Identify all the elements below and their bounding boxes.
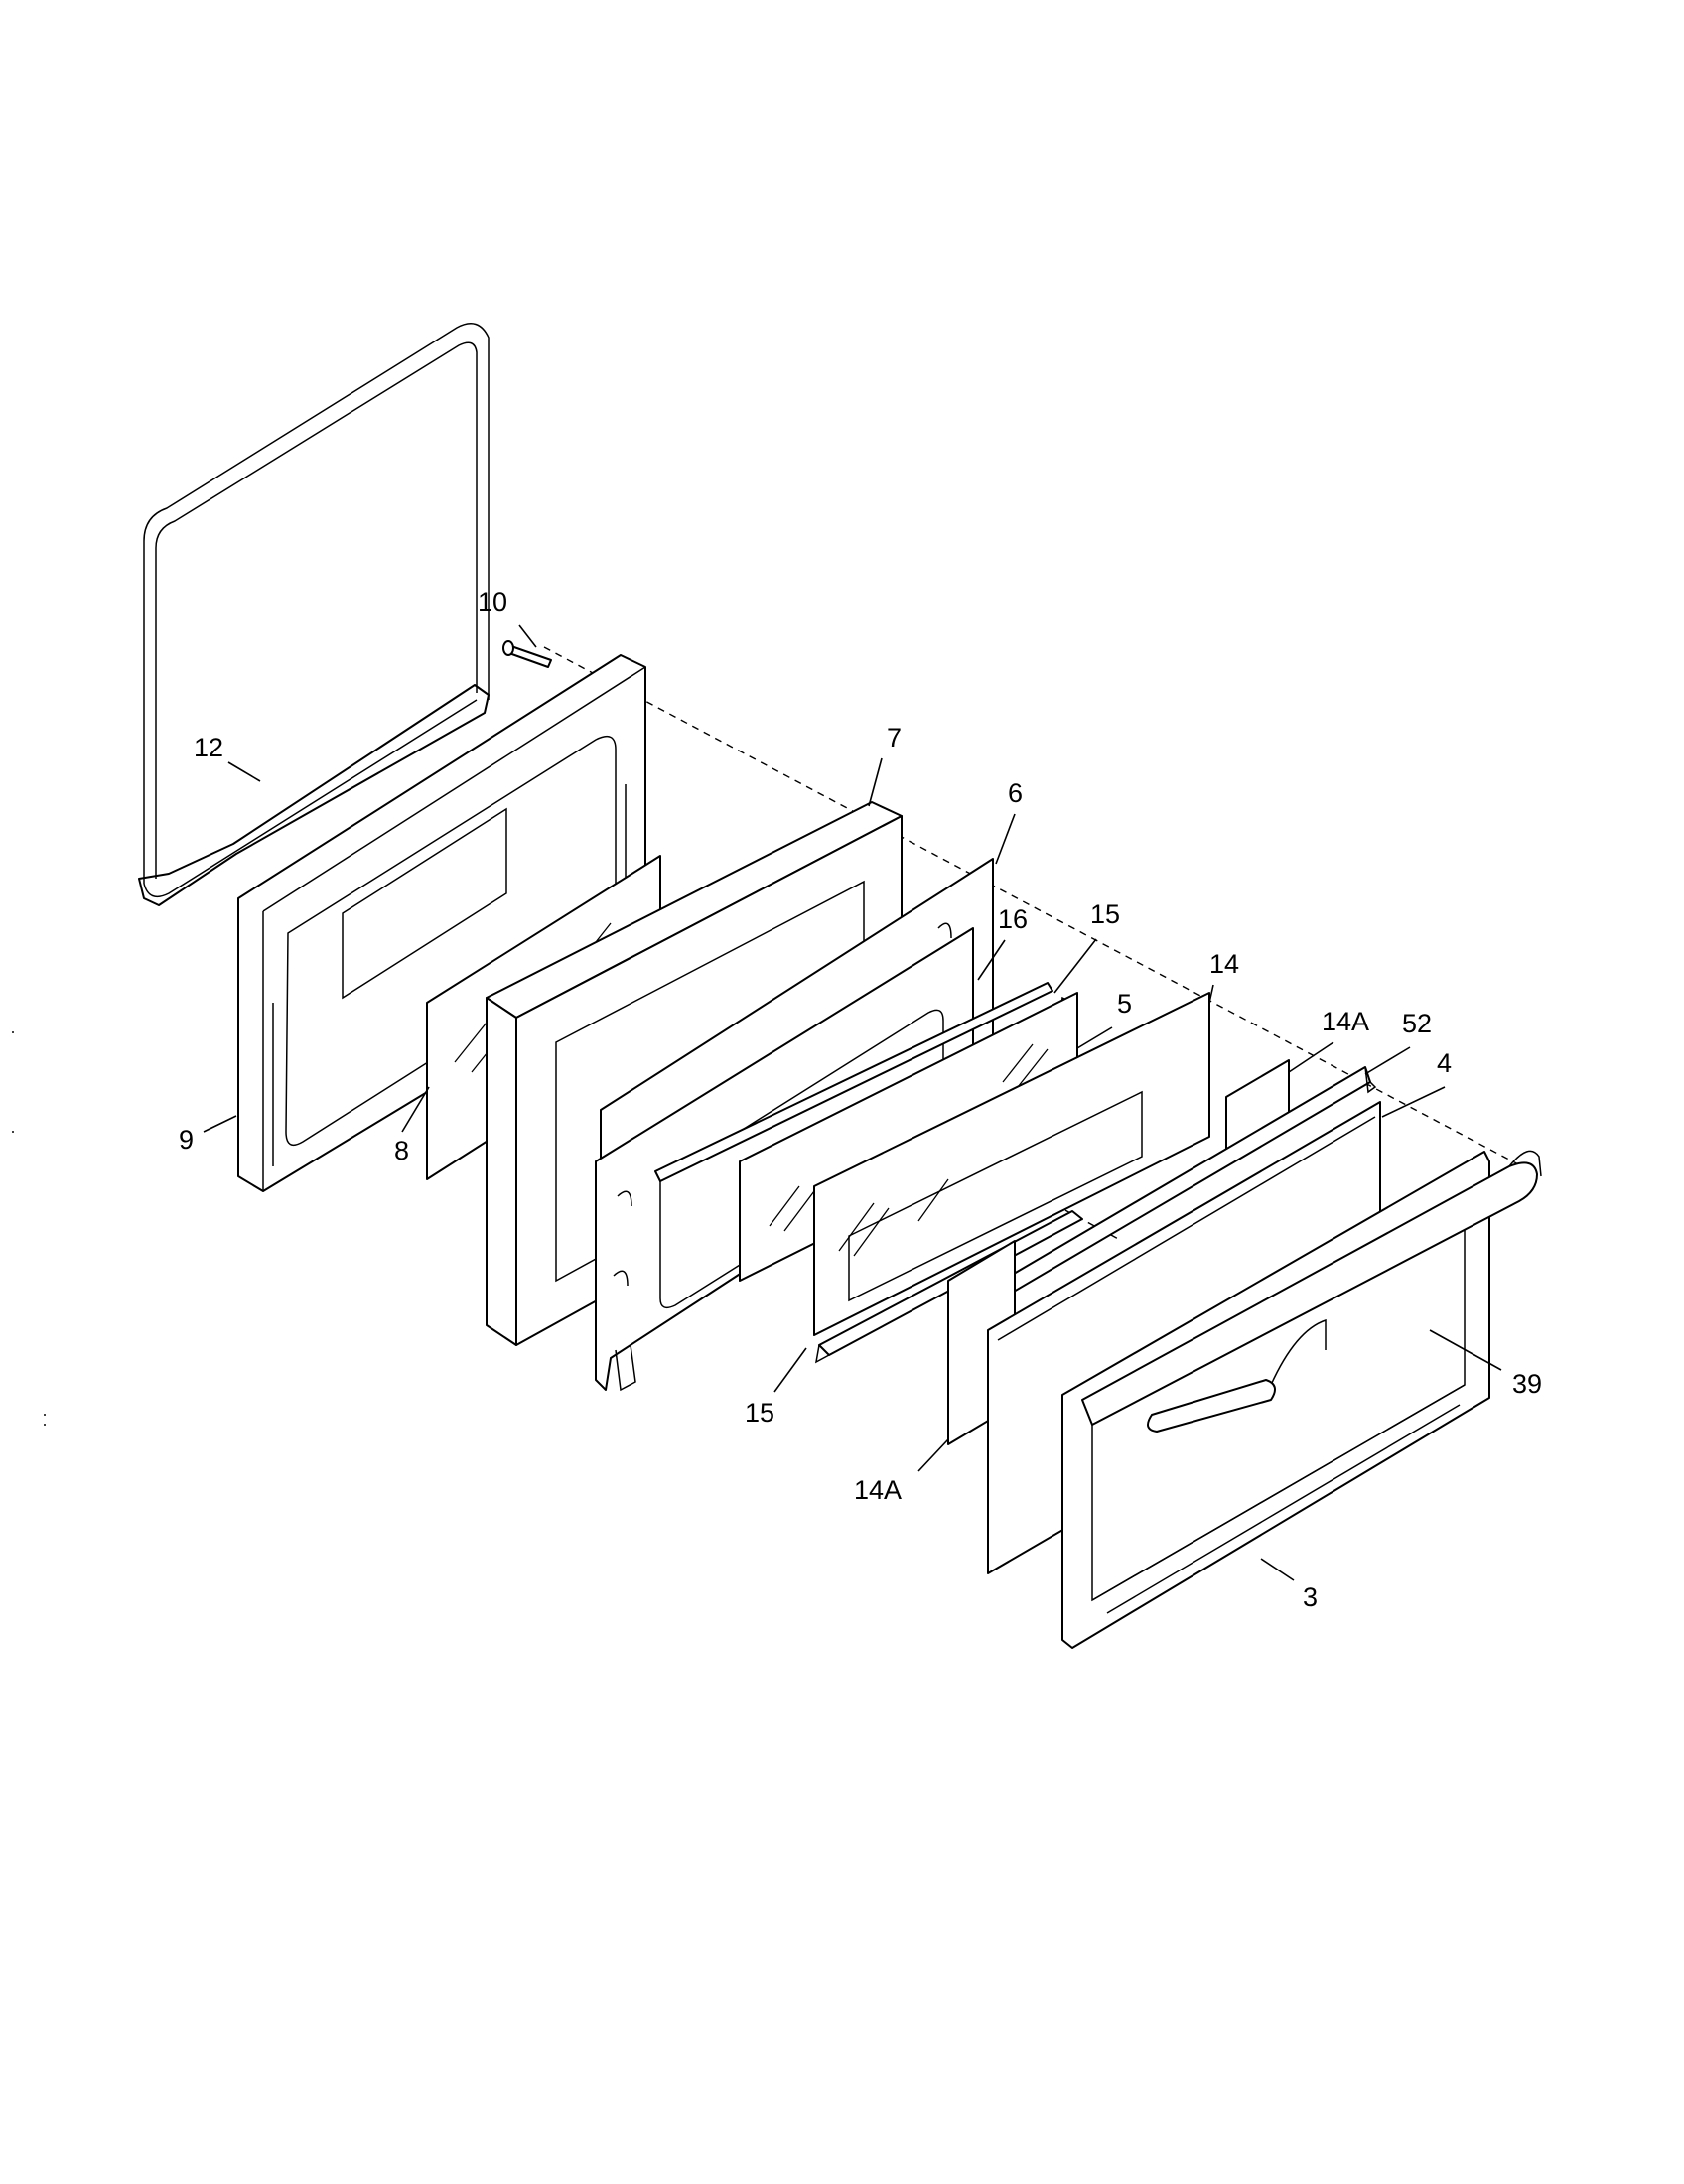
callout-10: 10: [478, 587, 507, 616]
callout-14A-lower: 14A: [854, 1475, 902, 1505]
callout-8: 8: [394, 1136, 409, 1165]
part-14-glass: [813, 992, 1210, 1336]
callout-3: 3: [1303, 1582, 1318, 1612]
callout-4: 4: [1437, 1048, 1452, 1078]
callout-labels: 10 12 9 8 7 6 16 15 5 14 14A 52 4 39 15 …: [179, 587, 1542, 1612]
part-39-handle: [1081, 1150, 1542, 1433]
callout-39: 39: [1512, 1369, 1542, 1399]
callout-16: 16: [998, 904, 1028, 934]
callout-14A-upper: 14A: [1322, 1007, 1369, 1036]
part-12-gasket: [138, 323, 490, 906]
leader-lines: [203, 624, 1502, 1581]
callout-6: 6: [1008, 778, 1023, 808]
callout-15-bottom: 15: [745, 1398, 774, 1428]
callout-52: 52: [1402, 1009, 1432, 1038]
callout-15-top: 15: [1090, 899, 1120, 929]
callout-5: 5: [1117, 989, 1132, 1019]
callout-14: 14: [1209, 949, 1239, 979]
part-16-strip: [654, 982, 1053, 1182]
callout-9: 9: [179, 1125, 194, 1155]
margin-marks: [12, 1031, 46, 1426]
callout-7: 7: [887, 723, 902, 752]
part-10-screw: [502, 640, 552, 668]
callout-12: 12: [194, 733, 223, 762]
part-3-outer-frame: [1061, 1151, 1490, 1649]
